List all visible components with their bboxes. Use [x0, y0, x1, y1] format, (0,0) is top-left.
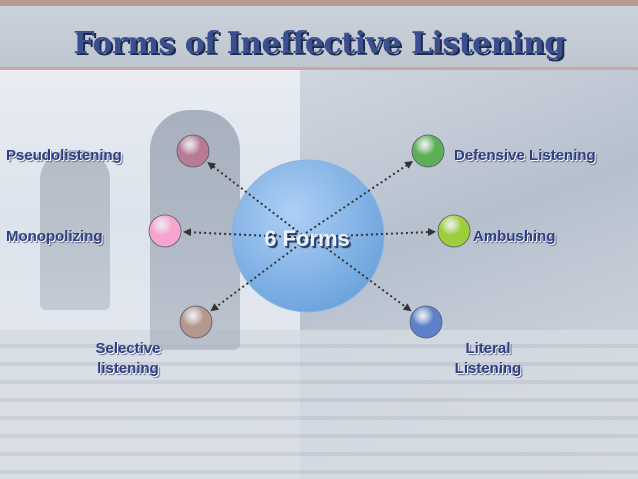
- center-circle: [231, 159, 385, 313]
- arrow-monopolizing: [182, 228, 312, 239]
- title-stripe-bottom: [0, 67, 638, 70]
- title-band: [0, 0, 638, 70]
- arrow-ambushing: [310, 228, 437, 238]
- page-title: Forms of Ineffective Listening: [73, 26, 565, 61]
- label-selective-listening: Selective listening: [95, 340, 161, 377]
- label-pseudolistening: Pseudolistening: [6, 147, 122, 164]
- form-nodes: [148, 134, 471, 339]
- node-literal-listening: [409, 305, 443, 339]
- title-stripe-top: [0, 0, 638, 6]
- node-monopolizing: [148, 214, 182, 248]
- node-selective-listening: [179, 305, 213, 339]
- node-ambushing: [437, 214, 471, 248]
- node-pseudolistening: [176, 134, 210, 168]
- label-monopolizing: Monopolizing: [6, 228, 103, 245]
- arrow-selective-listening: [210, 234, 313, 312]
- node-defensive-listening: [411, 134, 445, 168]
- background-stairs: [0, 330, 638, 479]
- background-person-1: [40, 150, 110, 310]
- connectors: [182, 161, 437, 312]
- label-ambushing: Ambushing: [473, 228, 556, 245]
- label-literal-listening: Literal Listening: [454, 340, 522, 377]
- center-label: 6 Forms: [264, 226, 350, 251]
- arrow-pseudolistening: [207, 161, 307, 239]
- arrow-literal-listening: [309, 235, 412, 312]
- arrow-defensive-listening: [305, 161, 414, 234]
- label-defensive-listening: Defensive Listening: [454, 147, 596, 164]
